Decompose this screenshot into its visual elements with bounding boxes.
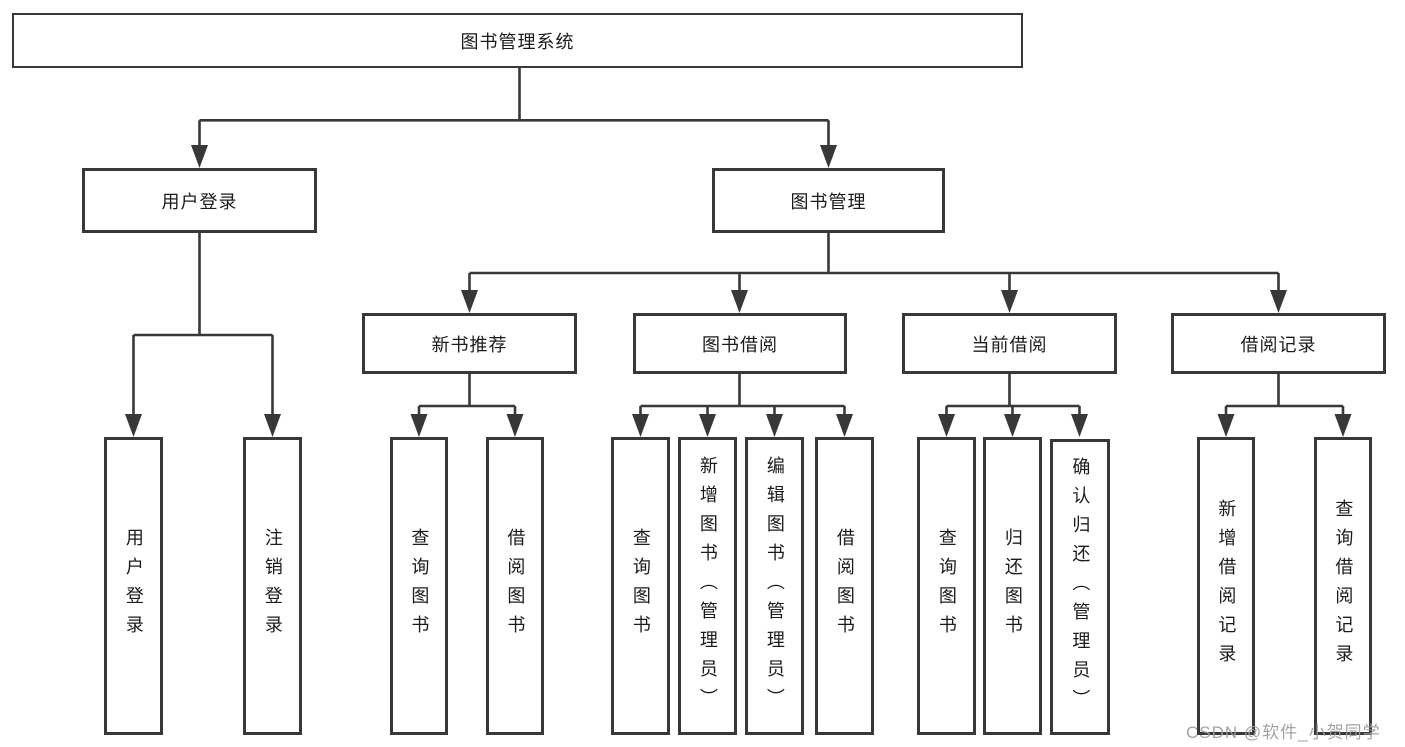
leaf-cb-return-books: 归还图书 xyxy=(983,437,1042,735)
leaf-bb-edit-book-admin: 编辑图书（管理员） xyxy=(745,437,804,735)
leaf-nb-borrow-books: 借阅图书 xyxy=(486,437,544,735)
leaf-cb-confirm-return-admin: 确认归还（管理员） xyxy=(1050,439,1110,735)
leaf-br-add-borrow-record-label: 新增借阅记录 xyxy=(1216,499,1237,673)
leaf-br-query-borrow-record: 查询借阅记录 xyxy=(1314,437,1372,735)
leaf-logout: 注销登录 xyxy=(243,437,302,735)
leaf-nb-borrow-books-label: 借阅图书 xyxy=(505,528,526,644)
leaf-nb-query-books: 查询图书 xyxy=(390,437,448,735)
leaf-cb-confirm-return-admin-label: 确认归还（管理员） xyxy=(1070,456,1091,718)
leaf-user-login: 用户登录 xyxy=(104,437,163,735)
leaf-bb-edit-book-admin-label: 编辑图书（管理员） xyxy=(764,455,785,717)
leaf-br-query-borrow-record-label: 查询借阅记录 xyxy=(1333,499,1354,673)
node-current-borrowing: 当前借阅 xyxy=(902,313,1117,374)
node-book-borrowing: 图书借阅 xyxy=(633,313,847,374)
leaf-user-login-label: 用户登录 xyxy=(123,528,144,644)
leaf-logout-label: 注销登录 xyxy=(262,528,283,644)
leaf-cb-query-books-label: 查询图书 xyxy=(936,528,957,644)
leaf-bb-borrow-books-label: 借阅图书 xyxy=(834,528,855,644)
node-user-login: 用户登录 xyxy=(82,168,317,233)
node-borrowing-records: 借阅记录 xyxy=(1171,313,1386,374)
leaf-bb-borrow-books: 借阅图书 xyxy=(815,437,874,735)
node-book-management: 图书管理 xyxy=(712,168,945,233)
leaf-cb-return-books-label: 归还图书 xyxy=(1002,528,1023,644)
node-library-management-system: 图书管理系统 xyxy=(12,13,1023,68)
arrowheads xyxy=(125,145,1352,437)
leaf-bb-query-books: 查询图书 xyxy=(611,437,670,735)
leaf-bb-add-book-admin: 新增图书（管理员） xyxy=(678,437,737,735)
leaf-nb-query-books-label: 查询图书 xyxy=(409,528,430,644)
csdn-watermark: CSDN @软件_小贺同学 xyxy=(1186,723,1381,742)
leaf-bb-query-books-label: 查询图书 xyxy=(630,528,651,644)
leaf-cb-query-books: 查询图书 xyxy=(917,437,976,735)
leaf-bb-add-book-admin-label: 新增图书（管理员） xyxy=(697,455,718,717)
node-new-book-recommendation: 新书推荐 xyxy=(362,313,577,374)
leaf-br-add-borrow-record: 新增借阅记录 xyxy=(1197,437,1255,735)
